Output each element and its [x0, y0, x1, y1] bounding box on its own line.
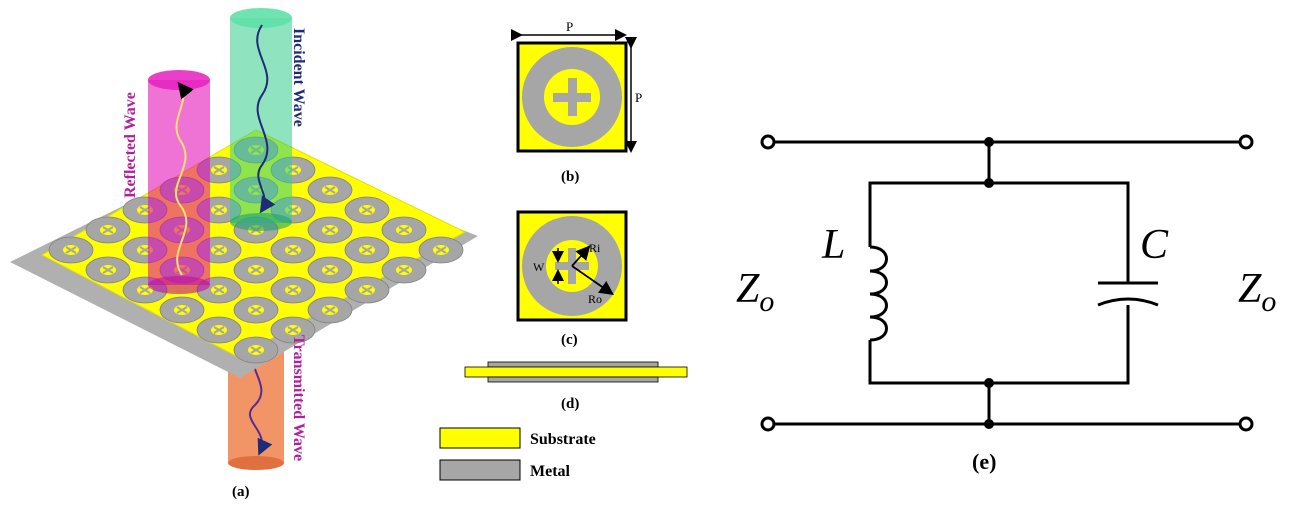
ri-label: Ri — [589, 241, 601, 255]
unit-cell — [307, 216, 353, 244]
loop-bottom — [868, 305, 1130, 385]
junction-loop-bottom — [984, 378, 994, 388]
unit-cell — [381, 256, 427, 284]
unit-cell — [307, 296, 353, 324]
incident-cylinder — [230, 8, 292, 231]
impedance-left-label: Zo — [736, 266, 774, 318]
unit-cell — [307, 256, 353, 284]
impedance-right-subscript: o — [1261, 285, 1276, 318]
unit-cell — [270, 276, 316, 304]
terminal-right-bottom — [1238, 416, 1254, 432]
unit-cell — [233, 296, 279, 324]
capacitor-label: C — [1140, 222, 1169, 268]
legend-metal-label: Metal — [530, 463, 571, 480]
impedance-left-subscript: o — [759, 285, 774, 318]
panel-d: (d) — [464, 361, 688, 412]
terminal-right-top — [1238, 134, 1254, 150]
unit-cell — [196, 316, 242, 344]
caption-a: (a) — [232, 484, 250, 500]
w-label: W — [533, 260, 545, 274]
junction-loop-top — [984, 178, 994, 188]
ro-label: Ro — [588, 292, 602, 306]
panel-e-labels: L C Zo Zo (e) — [736, 222, 1276, 474]
period-label-top: P — [566, 19, 573, 34]
unit-cell — [344, 236, 390, 264]
unit-cell — [85, 256, 131, 284]
legend: Substrate Metal — [439, 427, 596, 481]
unit-cell — [48, 236, 94, 264]
terminal-left-bottom — [760, 416, 776, 432]
caption-b: (b) — [561, 169, 579, 185]
terminal-left-top — [760, 134, 776, 150]
inductor-label: L — [821, 222, 845, 268]
caption-e: (e) — [972, 449, 996, 474]
unit-cell — [270, 316, 316, 344]
cross-v-b — [568, 78, 577, 116]
caption-d: (d) — [561, 396, 579, 412]
reflected-wave-label: Reflected Wave — [122, 92, 139, 198]
legend-metal-swatch — [439, 459, 521, 481]
unit-cell — [159, 296, 205, 324]
metal-layer-bottom — [487, 376, 659, 383]
caption-c: (c) — [561, 332, 578, 348]
incident-wave-label: Incident Wave — [290, 28, 307, 127]
capacitor-plate-bottom — [1097, 297, 1159, 307]
ri-arrow — [571, 245, 591, 267]
impedance-right-label: Zo — [1238, 266, 1276, 318]
unit-cell — [381, 216, 427, 244]
loop-top — [868, 181, 1130, 283]
inductor-coil — [869, 245, 888, 342]
panel-c: Ri Ro W (c) — [516, 210, 628, 348]
panel-e-circuit — [768, 140, 1246, 426]
panel-b: P P (b) — [511, 19, 642, 185]
panel-e-nodes — [760, 134, 1254, 432]
unit-cell — [122, 276, 168, 304]
unit-cell — [85, 216, 131, 244]
unit-cell — [307, 176, 353, 204]
junction-bottom — [984, 419, 994, 429]
unit-cell — [270, 236, 316, 264]
period-label-side: P — [635, 90, 642, 105]
metal-layer-top — [487, 361, 659, 368]
unit-cell — [418, 236, 464, 264]
reflected-cylinder — [148, 70, 210, 294]
unit-cell — [344, 196, 390, 224]
unit-cell — [344, 276, 390, 304]
legend-substrate-label: Substrate — [530, 431, 596, 448]
substrate-layer — [464, 366, 688, 378]
ro-arrow — [571, 265, 614, 296]
transmitted-wave-label: Transmitted Wave — [290, 335, 307, 461]
unit-cell — [233, 256, 279, 284]
legend-substrate-swatch — [439, 427, 521, 449]
junction-top — [984, 137, 994, 147]
unit-cell — [233, 336, 279, 364]
panel-a: Reflected Wave Incident Wave Transmitted… — [10, 8, 478, 500]
